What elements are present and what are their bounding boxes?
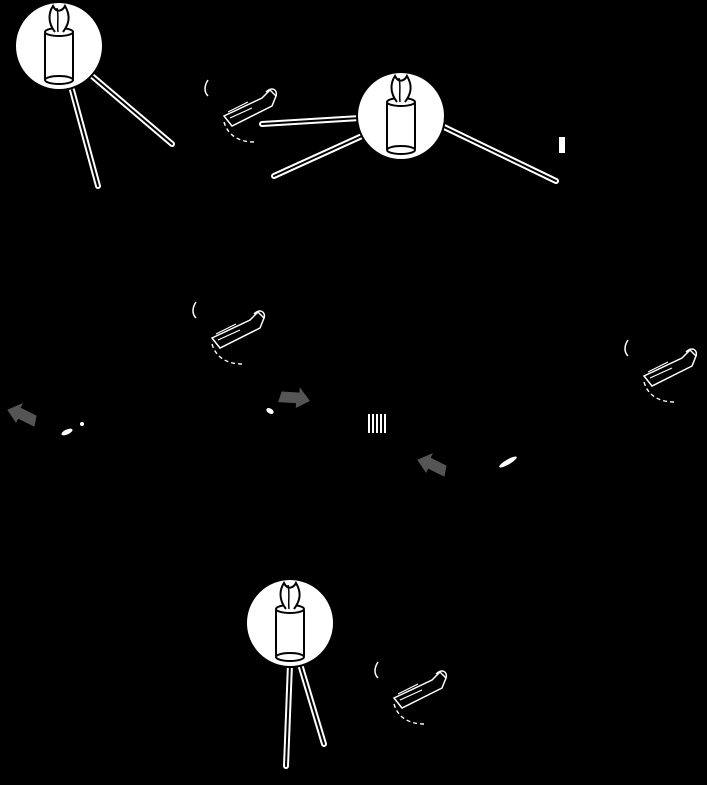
direction-arrow-icon (7, 403, 37, 427)
vent-grille-icon (368, 414, 386, 433)
wipes-canister-icon (356, 71, 446, 161)
leader-line (271, 133, 365, 179)
direction-arrow-icon (417, 453, 447, 477)
leader-line (259, 115, 363, 127)
lens-part-icon (61, 422, 84, 436)
lens-part-icon (499, 456, 517, 468)
lens-part-icon (266, 408, 274, 414)
direction-arrow-icon (276, 381, 313, 416)
leader-line (439, 123, 559, 184)
wipes-canister-icon (245, 578, 335, 668)
leader-line (297, 661, 327, 747)
wipes-canister-icon (14, 1, 104, 91)
leader-line (283, 661, 293, 769)
gloved-hand-icon (192, 301, 266, 365)
leader-line (89, 73, 175, 147)
contact-strip-icon (559, 137, 565, 153)
gloved-hand-icon (204, 79, 278, 143)
leader-line (69, 87, 101, 189)
gloved-hand-icon (624, 339, 698, 403)
gloved-hand-icon (374, 661, 448, 725)
leader-lines (69, 73, 559, 769)
